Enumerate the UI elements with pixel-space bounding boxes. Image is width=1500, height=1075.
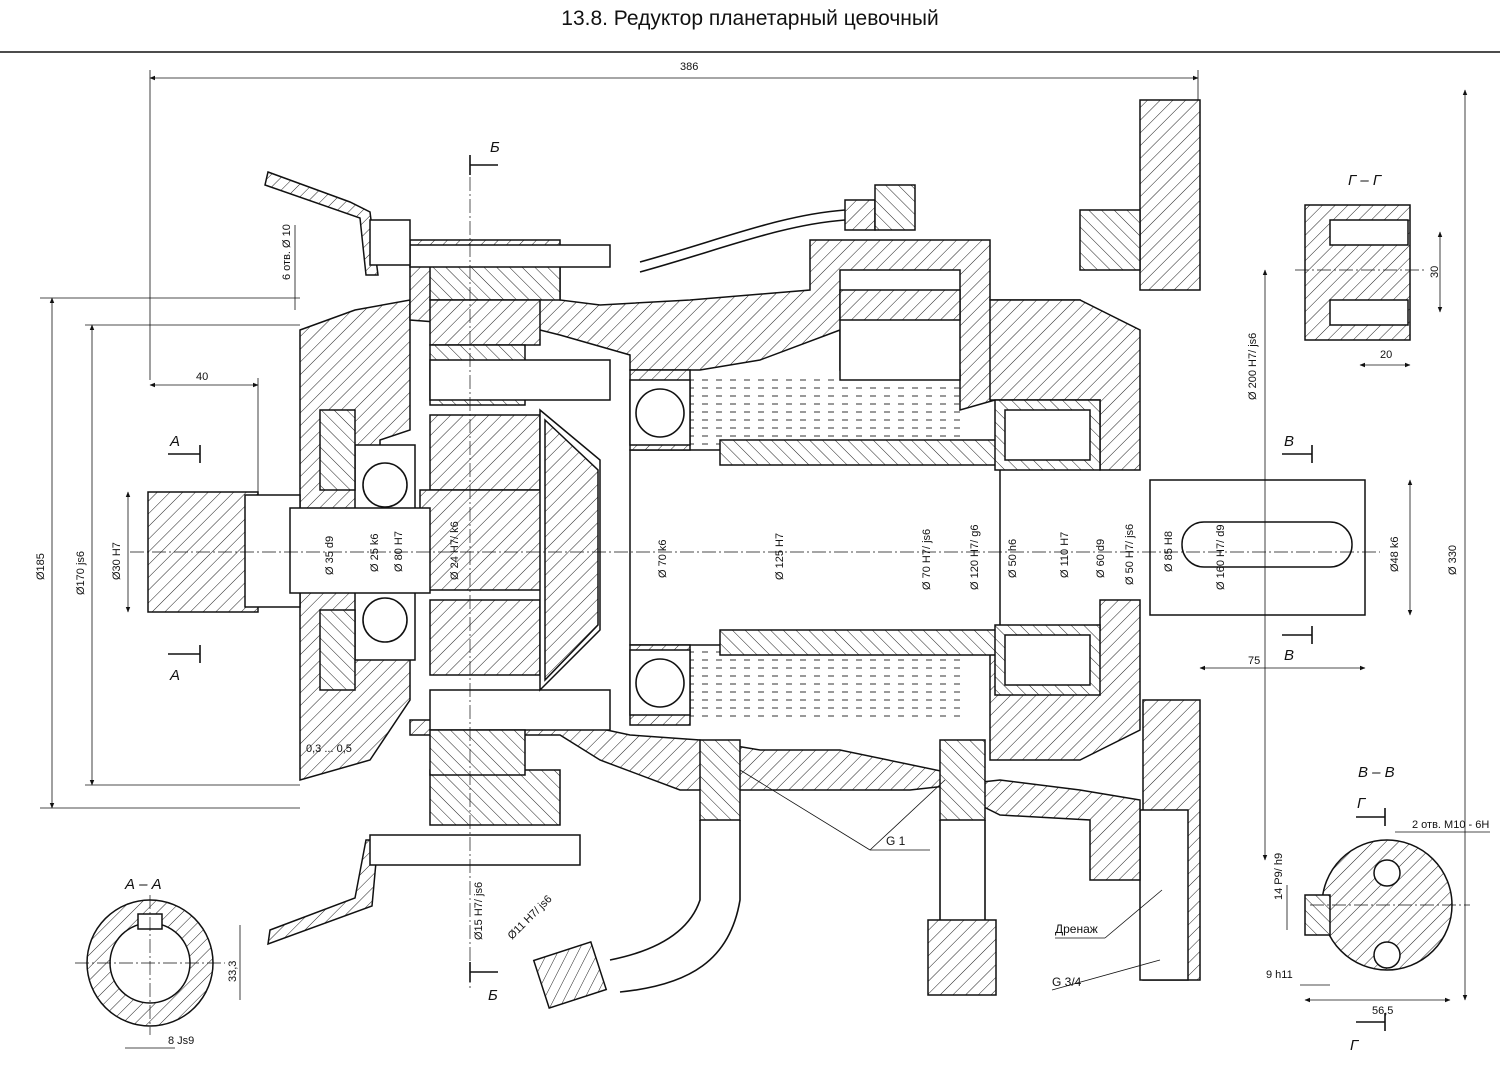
dim-holes: 6 отв. Ø 10 [281,224,293,280]
dim-d30: Ø30 H7 [111,542,123,580]
dim-d70k6: Ø 70 k6 [657,539,669,578]
dim-75: 75 [1248,655,1260,667]
dim-d85: Ø 85 H8 [1163,531,1175,572]
dim-d11: Ø11 H7/ js6 [506,893,555,942]
section-aa: А – А 33,3 8 Js9 [75,876,241,1049]
dim-d50fit: Ø 50 H7/ js6 [1124,524,1136,585]
oil-region-bottom [690,645,960,720]
dim-d70fit: Ø 70 H7/ js6 [921,529,933,590]
dim-gap: 0,3 ... 0,5 [306,743,352,755]
gg-dim-30: 30 [1429,266,1441,278]
left-diameter-dims: Ø185 Ø170 js6 Ø30 H7 40 6 отв. Ø 10 0,3 … [35,224,352,809]
planetary-stage [419,299,611,776]
oil-region-top [690,375,960,450]
aa-dim-8js9: 8 Js9 [168,1035,194,1047]
dim-d15: Ø15 H7/ js6 [473,882,485,940]
marker-b-bottom: Б [488,987,498,1004]
breather-assembly [839,269,961,381]
dim-40: 40 [196,371,208,383]
marker-b-top: Б [490,139,500,156]
bottom-hoses [532,739,997,1009]
dim-d120: Ø 120 H7/ g6 [969,525,981,590]
overall-length-dimension: 386 [149,61,1199,380]
dim-d330: Ø 330 [1447,545,1459,575]
gg-dim-20: 20 [1380,349,1392,361]
oil-pipe-top [409,184,916,273]
callout-drain: Дренаж [1055,922,1098,936]
vv-dim-key: 14 P9/ h9 [1273,853,1285,900]
section-markers: Б Б А А В В [168,139,1313,1004]
callout-g1: G 1 [886,834,906,848]
callouts: G 1 Дренаж G 3/4 [739,769,1163,991]
section-gg: Г – Г 30 20 [1295,172,1443,368]
marker-a-top: А [169,433,180,450]
dim-d48: Ø48 k6 [1389,537,1401,572]
vv-dim-565: 56,5 [1372,1005,1393,1017]
central-shaft [629,369,1001,726]
section-vv: В – В Г Г 2 отв. M10 - 6H 14 P9/ h9 9 h1… [1266,764,1490,1054]
callout-g34: G 3/4 [1052,975,1082,989]
dim-d25: Ø 25 k6 [369,533,381,572]
dim-d185: Ø185 [35,553,47,580]
marker-v-top: В [1284,433,1294,450]
section-aa-label: А – А [124,876,162,893]
dim-d200: Ø 200 H7/ js6 [1247,333,1259,400]
dim-d110: Ø 110 H7 [1059,532,1071,578]
vv-dim-holes: 2 отв. M10 - 6H [1412,819,1489,831]
marker-g-bottom: Г [1350,1037,1360,1054]
dim-d170: Ø170 js6 [75,551,87,595]
dim-386: 386 [680,61,698,73]
aa-dim-333: 33,3 [227,961,239,982]
roller-bearing [994,399,1101,696]
marker-v-bottom: В [1284,647,1294,664]
dim-d35: Ø 35 d9 [324,536,336,575]
page-title: 13.8. Редуктор планетарный цевочный [561,7,938,30]
dim-d60: Ø 60 d9 [1095,539,1107,578]
marker-a-bottom: А [169,667,180,684]
mounting-flange-plate [1079,99,1201,981]
vv-dim-9: 9 h11 [1266,969,1293,981]
output-shaft [1149,479,1366,616]
dim-d80: Ø 80 H7 [393,531,405,572]
dim-d125: Ø 125 H7 [774,533,786,580]
dim-d24: Ø 24 H7/ k6 [449,521,461,580]
section-vv-label: В – В [1358,764,1395,781]
section-gg-label: Г – Г [1348,172,1383,189]
support-brackets [264,171,581,946]
marker-g-top: Г [1357,795,1367,812]
dim-d160: Ø 160 H7/ d9 [1215,525,1227,590]
dim-d50h6: Ø 50 h6 [1007,539,1019,578]
input-shaft [147,409,431,691]
